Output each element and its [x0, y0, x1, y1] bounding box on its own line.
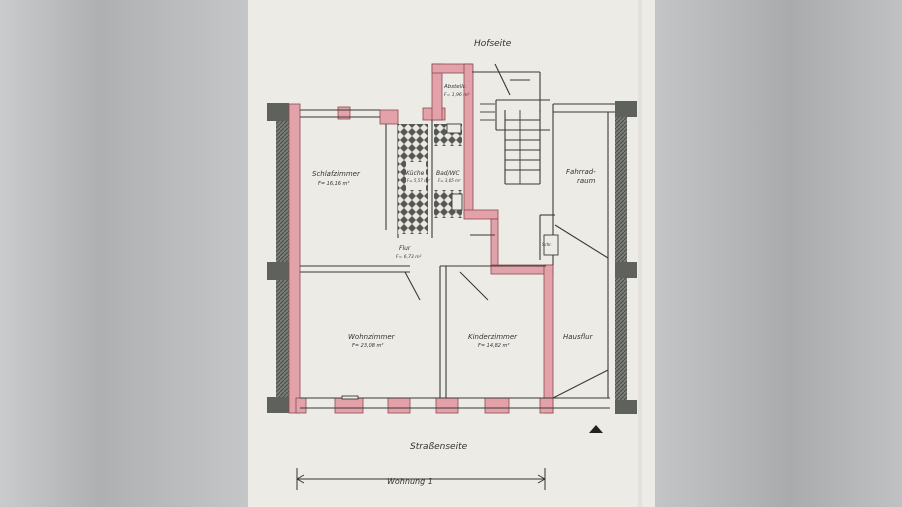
room-name-abstellr: Abstellr.: [443, 84, 466, 90]
floor-plan-paper: [248, 0, 655, 507]
room-area-abstellr: F= 1,96 m²: [444, 92, 470, 98]
tiled-floor: [398, 124, 462, 234]
room-name-wohnzimmer: Wohnzimmer: [348, 333, 396, 341]
room-name-kueche: Küche: [406, 170, 425, 177]
room-area-kinderzimmer: F= 14,82 m²: [478, 343, 509, 349]
room-area-kueche: F= 5,57 m²: [407, 178, 430, 183]
room-name-bad: Bad/WC: [436, 170, 461, 177]
room-name-fahrrad-2: raum: [577, 177, 596, 185]
staircase: [480, 103, 540, 184]
room-name-fahrrad-1: Fahrrad-: [566, 168, 596, 176]
room-name-kinderzimmer: Kinderzimmer: [468, 333, 518, 341]
paper-fold: [638, 0, 642, 507]
label-scale: Wohnung 1: [387, 477, 433, 486]
orientation-arrow-icon: [589, 425, 603, 433]
fixtures: [341, 123, 559, 400]
background-blur-left: [0, 0, 248, 507]
room-name-schlafzimmer: Schlafzimmer: [312, 170, 361, 178]
room-name-hausflur: Hausflur: [563, 333, 594, 341]
label-strassenseite: Straßenseite: [410, 442, 468, 452]
pink-walls: [288, 63, 554, 414]
room-area-schlafzimmer: F= 16,16 m²: [318, 181, 349, 187]
label-hofseite: Hofseite: [474, 39, 512, 49]
small-note: Schr.: [542, 242, 552, 247]
scale-bar: [296, 468, 546, 490]
room-area-bad: F= 3,05 m²: [438, 178, 461, 183]
room-area-wohnzimmer: F= 23,08 m²: [352, 343, 383, 349]
background-blur-right: [655, 0, 902, 507]
room-name-flur: Flur: [399, 245, 411, 252]
room-area-flur: F= 6,73 m²: [396, 254, 422, 260]
exterior-walls: [267, 101, 637, 414]
